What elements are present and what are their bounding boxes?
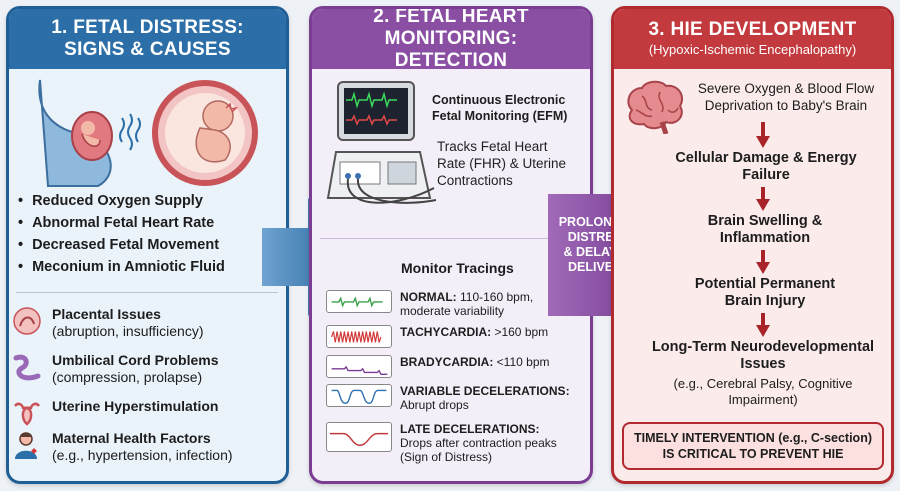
panel-2-divider — [320, 238, 582, 239]
cause-title: Umbilical Cord Problems — [52, 352, 219, 368]
panel-1-title-line-2: SIGNS & CAUSES — [64, 39, 231, 60]
down-arrow-icon — [756, 187, 770, 211]
cause-detail: (compression, prolapse) — [52, 369, 203, 385]
sign-item: Meconium in Amniotic Fluid — [18, 256, 225, 278]
cause-title: Maternal Health Factors — [52, 430, 211, 446]
callout-line-2: IS CRITICAL TO PREVENT HIE — [662, 447, 844, 461]
panel-2-title-line-2: DETECTION — [394, 50, 508, 71]
down-arrow-icon — [756, 313, 770, 337]
hie-step-4: Long-Term Neurodevelopmental Issues — [651, 339, 875, 372]
tracing-bradycardia: BRADYCARDIA: <110 bpm — [326, 355, 585, 378]
cause-placental: Placental Issues (abruption, insufficien… — [12, 306, 203, 340]
cause-title: Uterine Hyperstimulation — [52, 398, 219, 414]
tracing-text: >160 bpm — [494, 325, 549, 339]
panel-3-header: 3. HIE DEVELOPMENT (Hypoxic-Ischemic Enc… — [614, 9, 891, 69]
down-arrow-icon — [756, 250, 770, 274]
normal-tracing-graph — [326, 290, 392, 313]
tachycardia-tracing-graph — [326, 325, 392, 348]
panel-2-header: 2. FETAL HEART MONITORING: DETECTION — [312, 6, 590, 71]
sign-item: Reduced Oxygen Supply — [18, 190, 225, 212]
down-arrow-icon — [756, 122, 770, 148]
bradycardia-tracing-graph — [326, 355, 392, 378]
panel-1-header: 1. FETAL DISTRESS: SIGNS & CAUSES — [9, 9, 286, 69]
sign-item: Decreased Fetal Movement — [18, 234, 225, 256]
tracing-text: Drops after contraction peaks (Sign of D… — [400, 436, 557, 464]
fetus-in-womb-icon — [152, 80, 258, 186]
tracing-tachycardia: TACHYCARDIA: >160 bpm — [326, 325, 585, 348]
tracing-text: <110 bpm — [496, 355, 550, 369]
tracing-label: TACHYCARDIA: — [400, 325, 492, 339]
tracing-label: NORMAL: — [400, 290, 457, 304]
panel-3-title-line-2: (Hypoxic-Ischemic Encephalopathy) — [648, 42, 857, 57]
pregnant-belly-icon — [38, 79, 113, 187]
intervention-callout: TIMELY INTERVENTION (e.g., C-section) IS… — [622, 422, 884, 470]
distress-wave-icon — [119, 113, 141, 151]
cause-detail: (abruption, insufficiency) — [52, 323, 204, 339]
tracing-normal: NORMAL: 110-160 bpm, moderate variabilit… — [326, 290, 585, 318]
umbilical-cord-icon — [13, 354, 41, 381]
panel-2-title-line-1: 2. FETAL HEART MONITORING: — [373, 6, 529, 49]
efm-monitor-icon — [326, 81, 437, 204]
brain-icon — [627, 80, 684, 134]
hie-step-2: Brain Swelling & Inflammation — [707, 213, 823, 246]
late-decel-tracing-graph — [326, 422, 392, 452]
fetus-illustration — [38, 79, 258, 187]
tracings-title: Monitor Tracings — [401, 260, 514, 276]
efm-description: Tracks Fetal Heart Rate (FHR) & Uterine … — [437, 139, 567, 188]
hie-step-1: Cellular Damage & Energy Failure — [675, 150, 857, 183]
sign-item: Abnormal Fetal Heart Rate — [18, 212, 225, 234]
tracing-label: LATE DECELERATIONS: — [400, 422, 540, 436]
mother-icon — [15, 432, 37, 459]
hie-step-4-detail: (e.g., Cerebral Palsy, Cognitive Impairm… — [673, 376, 853, 407]
cause-title: Placental Issues — [52, 306, 161, 322]
placenta-icon — [13, 307, 41, 335]
tracing-text: Abrupt drops — [400, 398, 469, 412]
uterus-icon — [14, 402, 40, 426]
tracing-text: 110-160 bpm, moderate variability — [400, 290, 534, 318]
distress-signs-list: Reduced Oxygen Supply Abnormal Fetal Hea… — [18, 190, 225, 278]
tracing-label: VARIABLE DECELERATIONS: — [400, 384, 570, 398]
hie-top-text: Severe Oxygen & Blood Flow Deprivation t… — [697, 81, 875, 113]
efm-title: Continuous Electronic Fetal Monitoring (… — [432, 93, 568, 123]
cause-maternal: Maternal Health Factors (e.g., hypertens… — [12, 430, 233, 464]
callout-line-1: TIMELY INTERVENTION (e.g., C-section) — [634, 431, 872, 445]
cause-umbilical: Umbilical Cord Problems (compression, pr… — [12, 352, 218, 386]
hie-step-3: Potential Permanent Brain Injury — [694, 276, 836, 309]
tracing-late-decelerations: LATE DECELERATIONS:Drops after contracti… — [326, 422, 585, 464]
panel-3-title-line-1: 3. HIE DEVELOPMENT — [648, 19, 857, 40]
tracing-label: BRADYCARDIA: — [400, 355, 494, 369]
cause-detail: (e.g., hypertension, infection) — [52, 447, 233, 463]
panel-1-title-line-1: 1. FETAL DISTRESS: — [51, 17, 244, 38]
cause-uterine: Uterine Hyperstimulation — [12, 398, 218, 428]
tracing-variable-decelerations: VARIABLE DECELERATIONS:Abrupt drops — [326, 384, 585, 412]
panel-1-divider — [16, 292, 278, 293]
variable-decel-tracing-graph — [326, 384, 392, 407]
